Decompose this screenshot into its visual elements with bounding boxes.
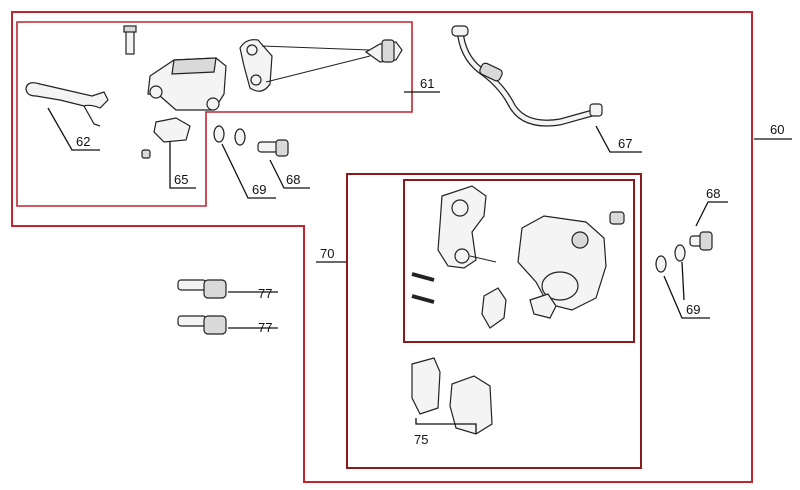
brake-lever-part	[25, 82, 109, 127]
callout-68-right: 68	[706, 186, 720, 201]
brake-hose-part	[451, 25, 603, 127]
banjo-bolt-left-part	[257, 139, 289, 157]
caliper-body-part	[517, 211, 625, 319]
caliper-bracket-part	[437, 185, 497, 269]
callout-65: 65	[174, 172, 188, 187]
slide-pins-part	[411, 272, 435, 304]
callout-61: 61	[420, 76, 434, 91]
mounting-bolts-part	[177, 279, 227, 335]
callout-69-right: 69	[686, 302, 700, 317]
assembly-61-outline	[16, 21, 413, 207]
callout-70: 70	[320, 246, 334, 261]
master-cylinder-part	[123, 25, 227, 111]
assembly-60-outline	[11, 11, 753, 483]
brake-switch-part	[141, 117, 191, 159]
sealing-washers-right-part	[655, 244, 686, 273]
assembly-70-outline	[346, 173, 642, 469]
caliper-subassembly-outline	[403, 179, 635, 343]
brake-pads-part	[411, 357, 493, 435]
callout-60: 60	[770, 122, 784, 137]
sealing-washers-left-part	[213, 125, 246, 146]
callout-68-left: 68	[286, 172, 300, 187]
pad-spring-part	[481, 287, 507, 329]
handlebar-clamp-part	[239, 39, 371, 92]
leader-lines	[47, 91, 792, 434]
banjo-bolt-right-part	[689, 231, 713, 251]
callout-77-lower: 77	[258, 320, 272, 335]
callout-67: 67	[618, 136, 632, 151]
callout-75: 75	[414, 432, 428, 447]
callout-62: 62	[76, 134, 90, 149]
clamp-bolt-part	[364, 39, 403, 63]
callout-69-left: 69	[252, 182, 266, 197]
callout-77-upper: 77	[258, 286, 272, 301]
